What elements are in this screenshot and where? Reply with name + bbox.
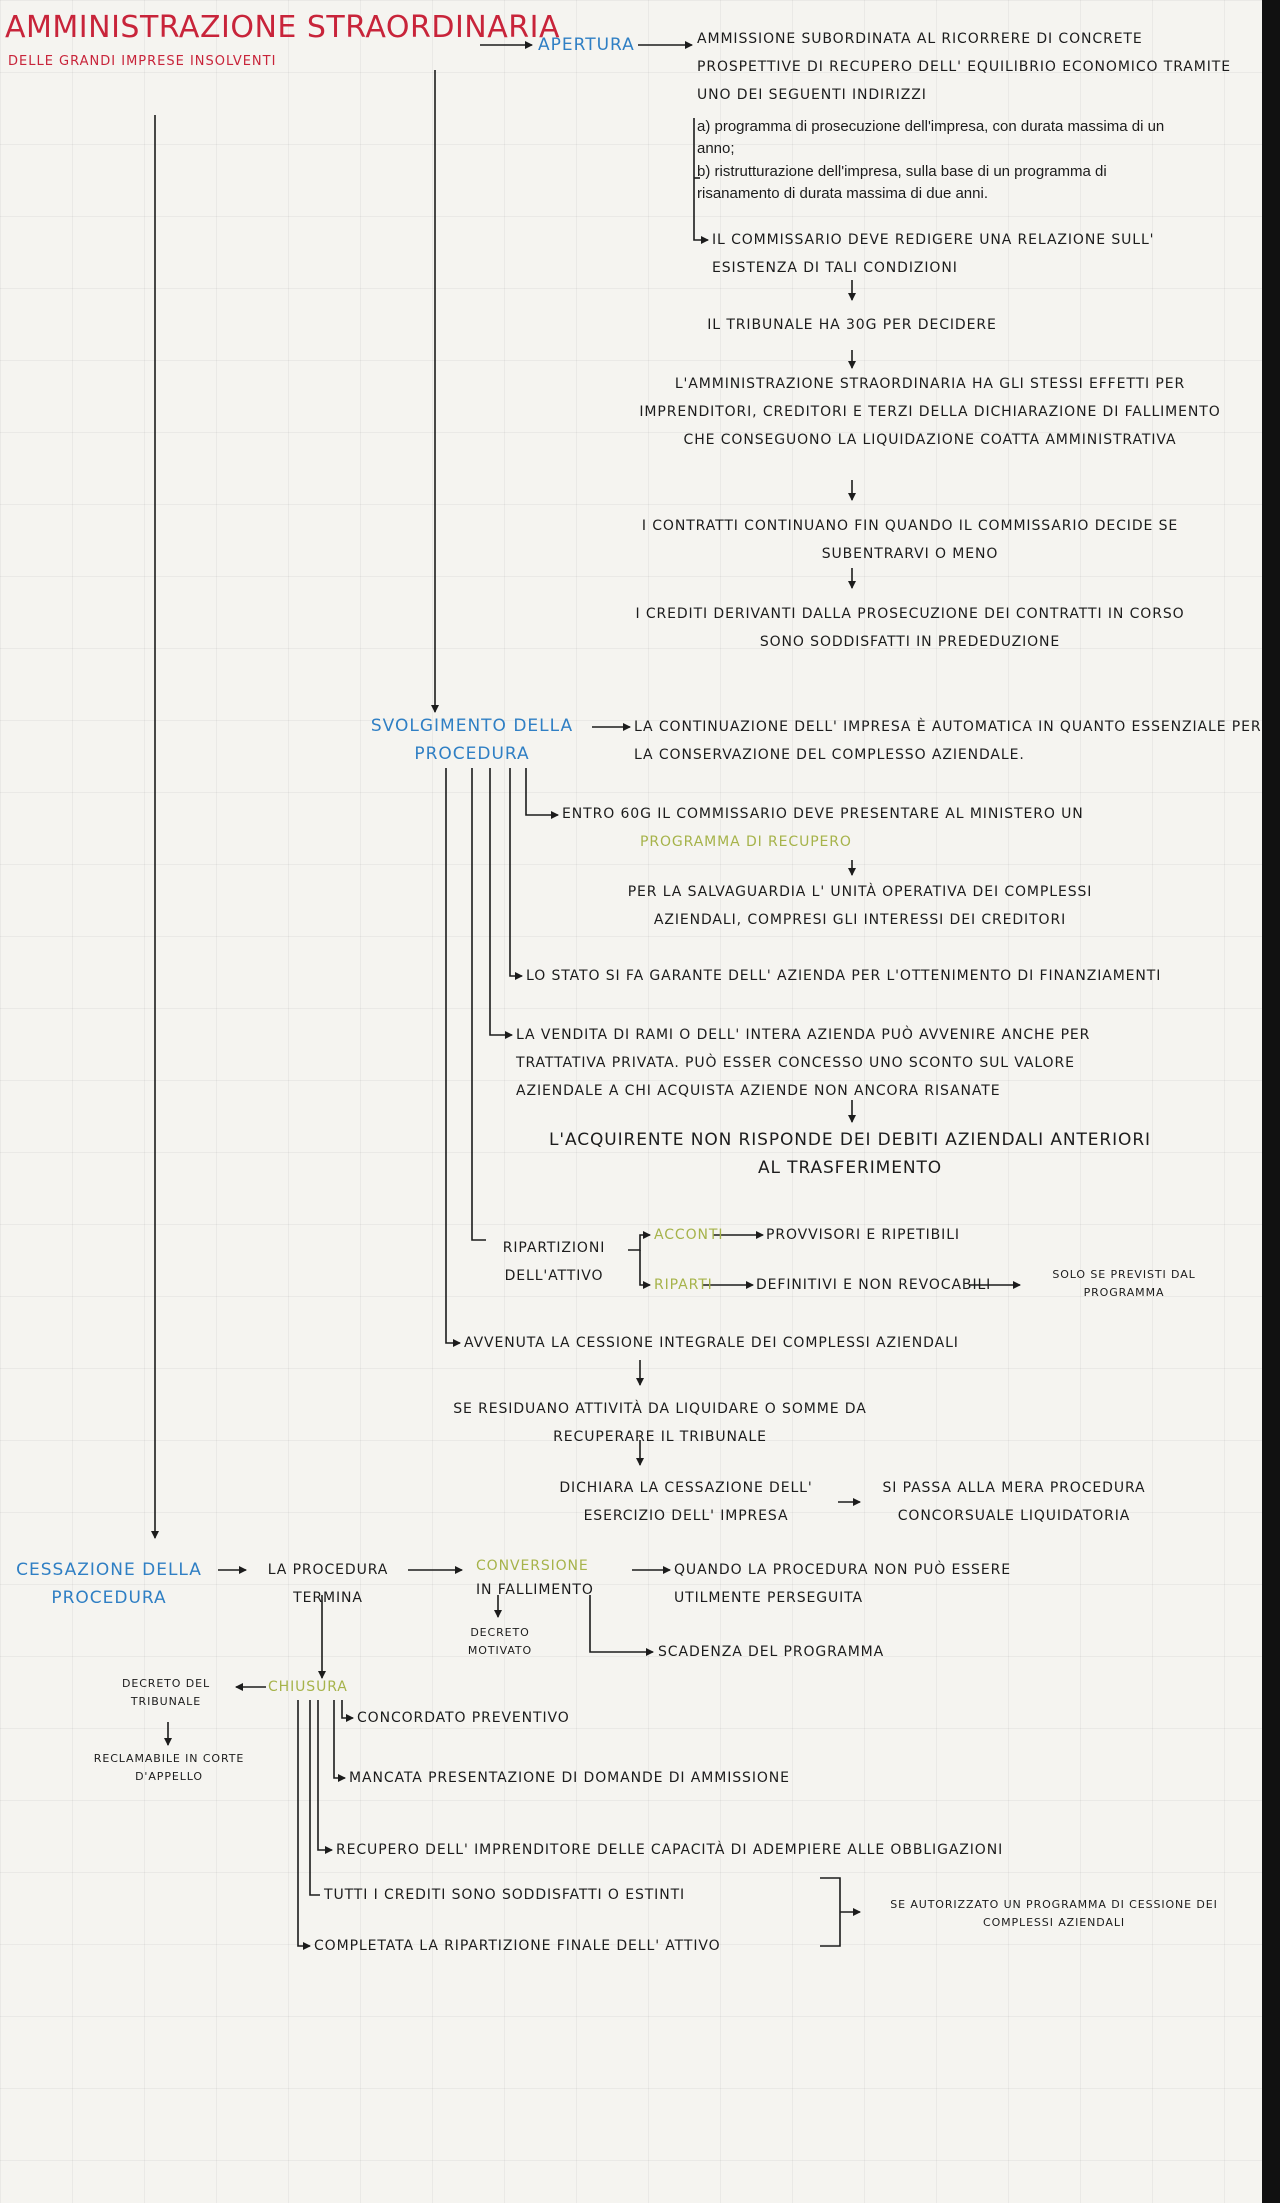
heading-cessazione: Cessazione della procedura [16,1560,202,1608]
mancata-text: Mancata presentazione di domande di ammi… [349,1770,790,1786]
page-title: Amministrazione Straordinaria [5,10,560,45]
page-subtitle: delle grandi imprese insolventi [8,54,277,69]
scadenza-text: Scadenza del programma [658,1644,885,1660]
recupero-text: Recupero dell' imprenditore delle capaci… [336,1842,1004,1858]
ripartizioni-label: Ripartizioni dell'attivo [502,1240,606,1284]
quando-text: Quando la procedura non può essere utilm… [674,1562,1011,1606]
conversione-label: Conversione [476,1558,589,1574]
reclamabile-text: Reclamabile in corte d'appello [93,1752,245,1783]
heading-apertura: Apertura [538,35,635,55]
bracket-options [693,118,709,244]
stato-text: Lo stato si fa garante dell' azienda per… [526,968,1162,984]
riparti-label: Riparti [654,1277,713,1293]
decreto-motivato: Decreto motivato [467,1626,533,1657]
riparti-desc: Definitivi e non revocabili [756,1277,992,1293]
continuazione-text: La continuazione dell' impresa è automat… [634,719,1262,763]
heading-svolgimento: Svolgimento della procedura [370,716,574,764]
effetti-text: L'amministrazione straordinaria ha gli s… [639,376,1221,448]
entro-deadline: Entro 60g [562,806,652,822]
vendita-text: La vendita di rami o dell' intera aziend… [516,1027,1091,1099]
in-fallimento: in fallimento [476,1582,594,1598]
dichiara-text: Dichiara la cessazione dell' esercizio d… [559,1480,813,1524]
option-a: a) programma di prosecuzione dell'impres… [697,118,1165,157]
contratti-text: I contratti continuano fin quando il com… [641,518,1179,562]
passa-text: Si passa alla mera procedura concorsuale… [882,1480,1146,1524]
salvaguardia-text: Per la salvaguardia l' unità operativa d… [627,884,1093,928]
tribunale-text: Il tribunale ha 30g per decidere [707,317,997,333]
chiusura-label: Chiusura [268,1679,348,1695]
bracket-cessione [820,1877,841,1947]
programma-recupero: programma di recupero [640,834,852,850]
tutti-text: Tutti i crediti sono soddisfatti o estin… [324,1887,686,1903]
page-edge [1262,0,1280,2203]
avvenuta-text: Avvenuta la cessione integrale dei compl… [464,1335,959,1351]
riparti-note: Solo se previsti dal programma [1052,1268,1196,1299]
commissario-text: Il commissario deve redigere una relazio… [712,232,1155,276]
residuano-text: Se residuano attività da liquidare o som… [453,1401,867,1445]
decreto-tribunale: Decreto del tribunale [121,1677,211,1708]
crediti-text: I crediti derivanti dalla prosecuzione d… [635,606,1185,650]
ammissione-text: Ammissione subordinata al ricorrere di c… [697,31,1231,103]
termina-text: La procedura termina [267,1562,389,1606]
concordato-text: Concordato preventivo [357,1710,570,1726]
entro-body: il commissario deve presentare al minist… [657,806,1084,822]
acconti-desc: Provvisori e ripetibili [766,1227,960,1243]
acquirente-text: L'acquirente non risponde dei debiti azi… [549,1130,1151,1178]
acconti-label: Acconti [654,1227,724,1243]
option-b: b) ristrutturazione dell'impresa, sulla … [697,163,1107,202]
completata-text: Completata la ripartizione finale dell' … [314,1938,721,1954]
se-autorizzato-text: Se autorizzato un programma di cessione … [890,1898,1218,1929]
entro-text: Entro 60g il commissario deve presentare… [562,800,1122,828]
